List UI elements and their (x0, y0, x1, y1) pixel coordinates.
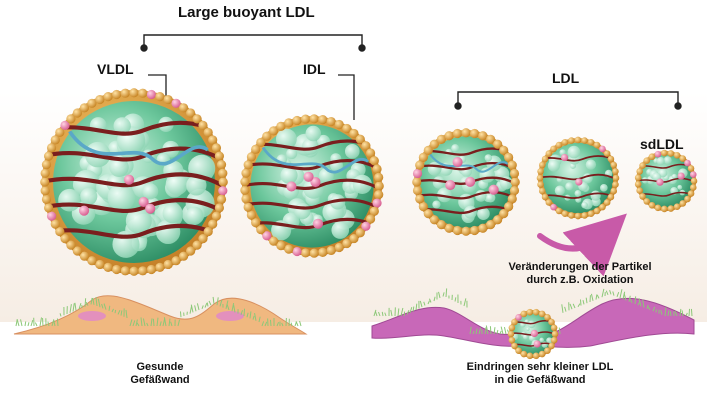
leader-idl (338, 74, 355, 120)
label-idl: IDL (303, 61, 326, 77)
label-vldl: VLDL (97, 61, 134, 77)
penetrating-particle (507, 308, 559, 360)
healthy-vessel-wall (13, 295, 308, 335)
label-ldl: LDL (552, 70, 580, 86)
bracket-ldl (454, 91, 682, 110)
penetrating-ldl-particle (507, 308, 559, 360)
bracket-large-buoyant (140, 34, 366, 52)
caption-particle-changes: Veränderungen der Partikel durch z.B. Ox… (508, 261, 652, 286)
caption-ldl-penetration: Eindringen sehr kleiner LDL in die Gefäß… (466, 361, 614, 386)
idl-particle (240, 114, 384, 258)
particles-group (40, 88, 698, 276)
inflamed-vessel-wall (371, 288, 695, 348)
vldl-particle (40, 88, 228, 276)
change-arrow (537, 213, 627, 277)
ldl-particle-medium (536, 136, 620, 220)
label-sdldl: sdLDL (640, 136, 684, 152)
ldl-particle-large (412, 128, 520, 236)
label-large-buoyant-ldl: Large buoyant LDL (178, 4, 315, 21)
caption-healthy-wall: Gesunde Gefäßwand (130, 361, 190, 386)
sdldl-particle (634, 149, 698, 213)
